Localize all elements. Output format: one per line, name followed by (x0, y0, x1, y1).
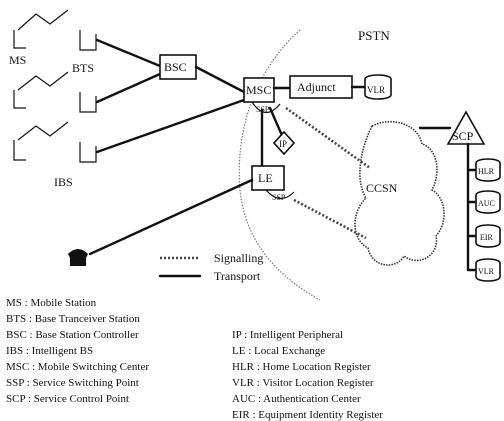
link-bts1-bsc (95, 38, 162, 68)
bts-antenna-1 (79, 30, 97, 51)
bts-antenna-2 (79, 92, 97, 113)
scp-label: SCP (452, 129, 474, 143)
ms-handset-3 (13, 121, 69, 161)
bts-label: BTS (72, 61, 94, 75)
abbrev-ip: IP : Intelligent Peripheral (232, 329, 344, 341)
le-ssp-label: SSP (272, 193, 286, 202)
auc-label: AUC (478, 199, 495, 208)
eir-database (475, 224, 501, 248)
abbrev-ms: MS : Mobile Station (6, 297, 97, 309)
ms-label: MS (9, 53, 26, 67)
abbrev-hlr: HLR : Home Location Register (232, 361, 371, 373)
le-node (251, 165, 285, 191)
le-ssp-circle (265, 189, 295, 200)
signal-msc-ccsn (285, 106, 371, 170)
link-phone-le (88, 178, 254, 256)
vlr-label-msc: VLR (367, 85, 385, 95)
vlr-label-scp: VLR (478, 267, 495, 276)
auc-database (475, 190, 501, 214)
bsc-label: BSC (164, 60, 187, 74)
abbrev-le: LE : Local Exchange (232, 345, 326, 357)
adjunct-label: Adjunct (297, 80, 336, 94)
abbrev-bsc: BSC : Base Station Controller (6, 329, 139, 341)
link-bsc-msc (194, 65, 246, 94)
link-ibs-msc (95, 98, 246, 154)
ibs-antenna (79, 142, 97, 163)
transport-legend-label: Transport (214, 269, 261, 283)
abbrev-ssp: SSP : Service Switching Point (6, 377, 139, 389)
abbreviation-legend: MS : Mobile Station BTS : Base Tranceive… (0, 289, 504, 421)
ms-handset-2 (13, 71, 69, 109)
abbrev-msc: MSC : Mobile Switching Center (6, 361, 149, 373)
abbrev-scp: SCP : Service Control Point (6, 393, 130, 405)
hlr-database (475, 158, 501, 182)
le-label: LE (258, 171, 273, 185)
pstn-label: PSTN (358, 28, 390, 43)
abbrev-eir: EIR : Equipment Identity Register (232, 409, 383, 421)
abbrev-bts: BTS : Base Tranceiver Station (6, 313, 140, 325)
ccsn-cloud (354, 120, 445, 266)
ccsn-label: CCSN (366, 181, 398, 195)
msc-label: MSC (246, 83, 271, 97)
abbrev-vlr: VLR : Visitor Location Register (232, 377, 374, 389)
abbrev-auc: AUC : Authentication Center (232, 393, 361, 405)
msc-node (243, 77, 275, 103)
vlr-database-scp (475, 258, 501, 282)
ip-node (272, 130, 296, 156)
link-bts2-bsc (95, 72, 162, 104)
signalling-legend-label: Signalling (214, 251, 263, 265)
msc-ssp-circle (251, 101, 281, 114)
hlr-label: HLR (478, 167, 495, 176)
ibs-label: IBS (54, 175, 73, 189)
telephone-icon (68, 249, 88, 266)
vlr-database-msc (364, 74, 392, 100)
ms-handset-1 (13, 9, 69, 49)
signal-le-ccsn (293, 198, 367, 240)
eir-label: EIR (480, 233, 494, 242)
scp-node (446, 110, 486, 145)
ip-label: IP (279, 139, 287, 149)
abbrev-ibs: IBS : Intelligent BS (6, 345, 94, 357)
